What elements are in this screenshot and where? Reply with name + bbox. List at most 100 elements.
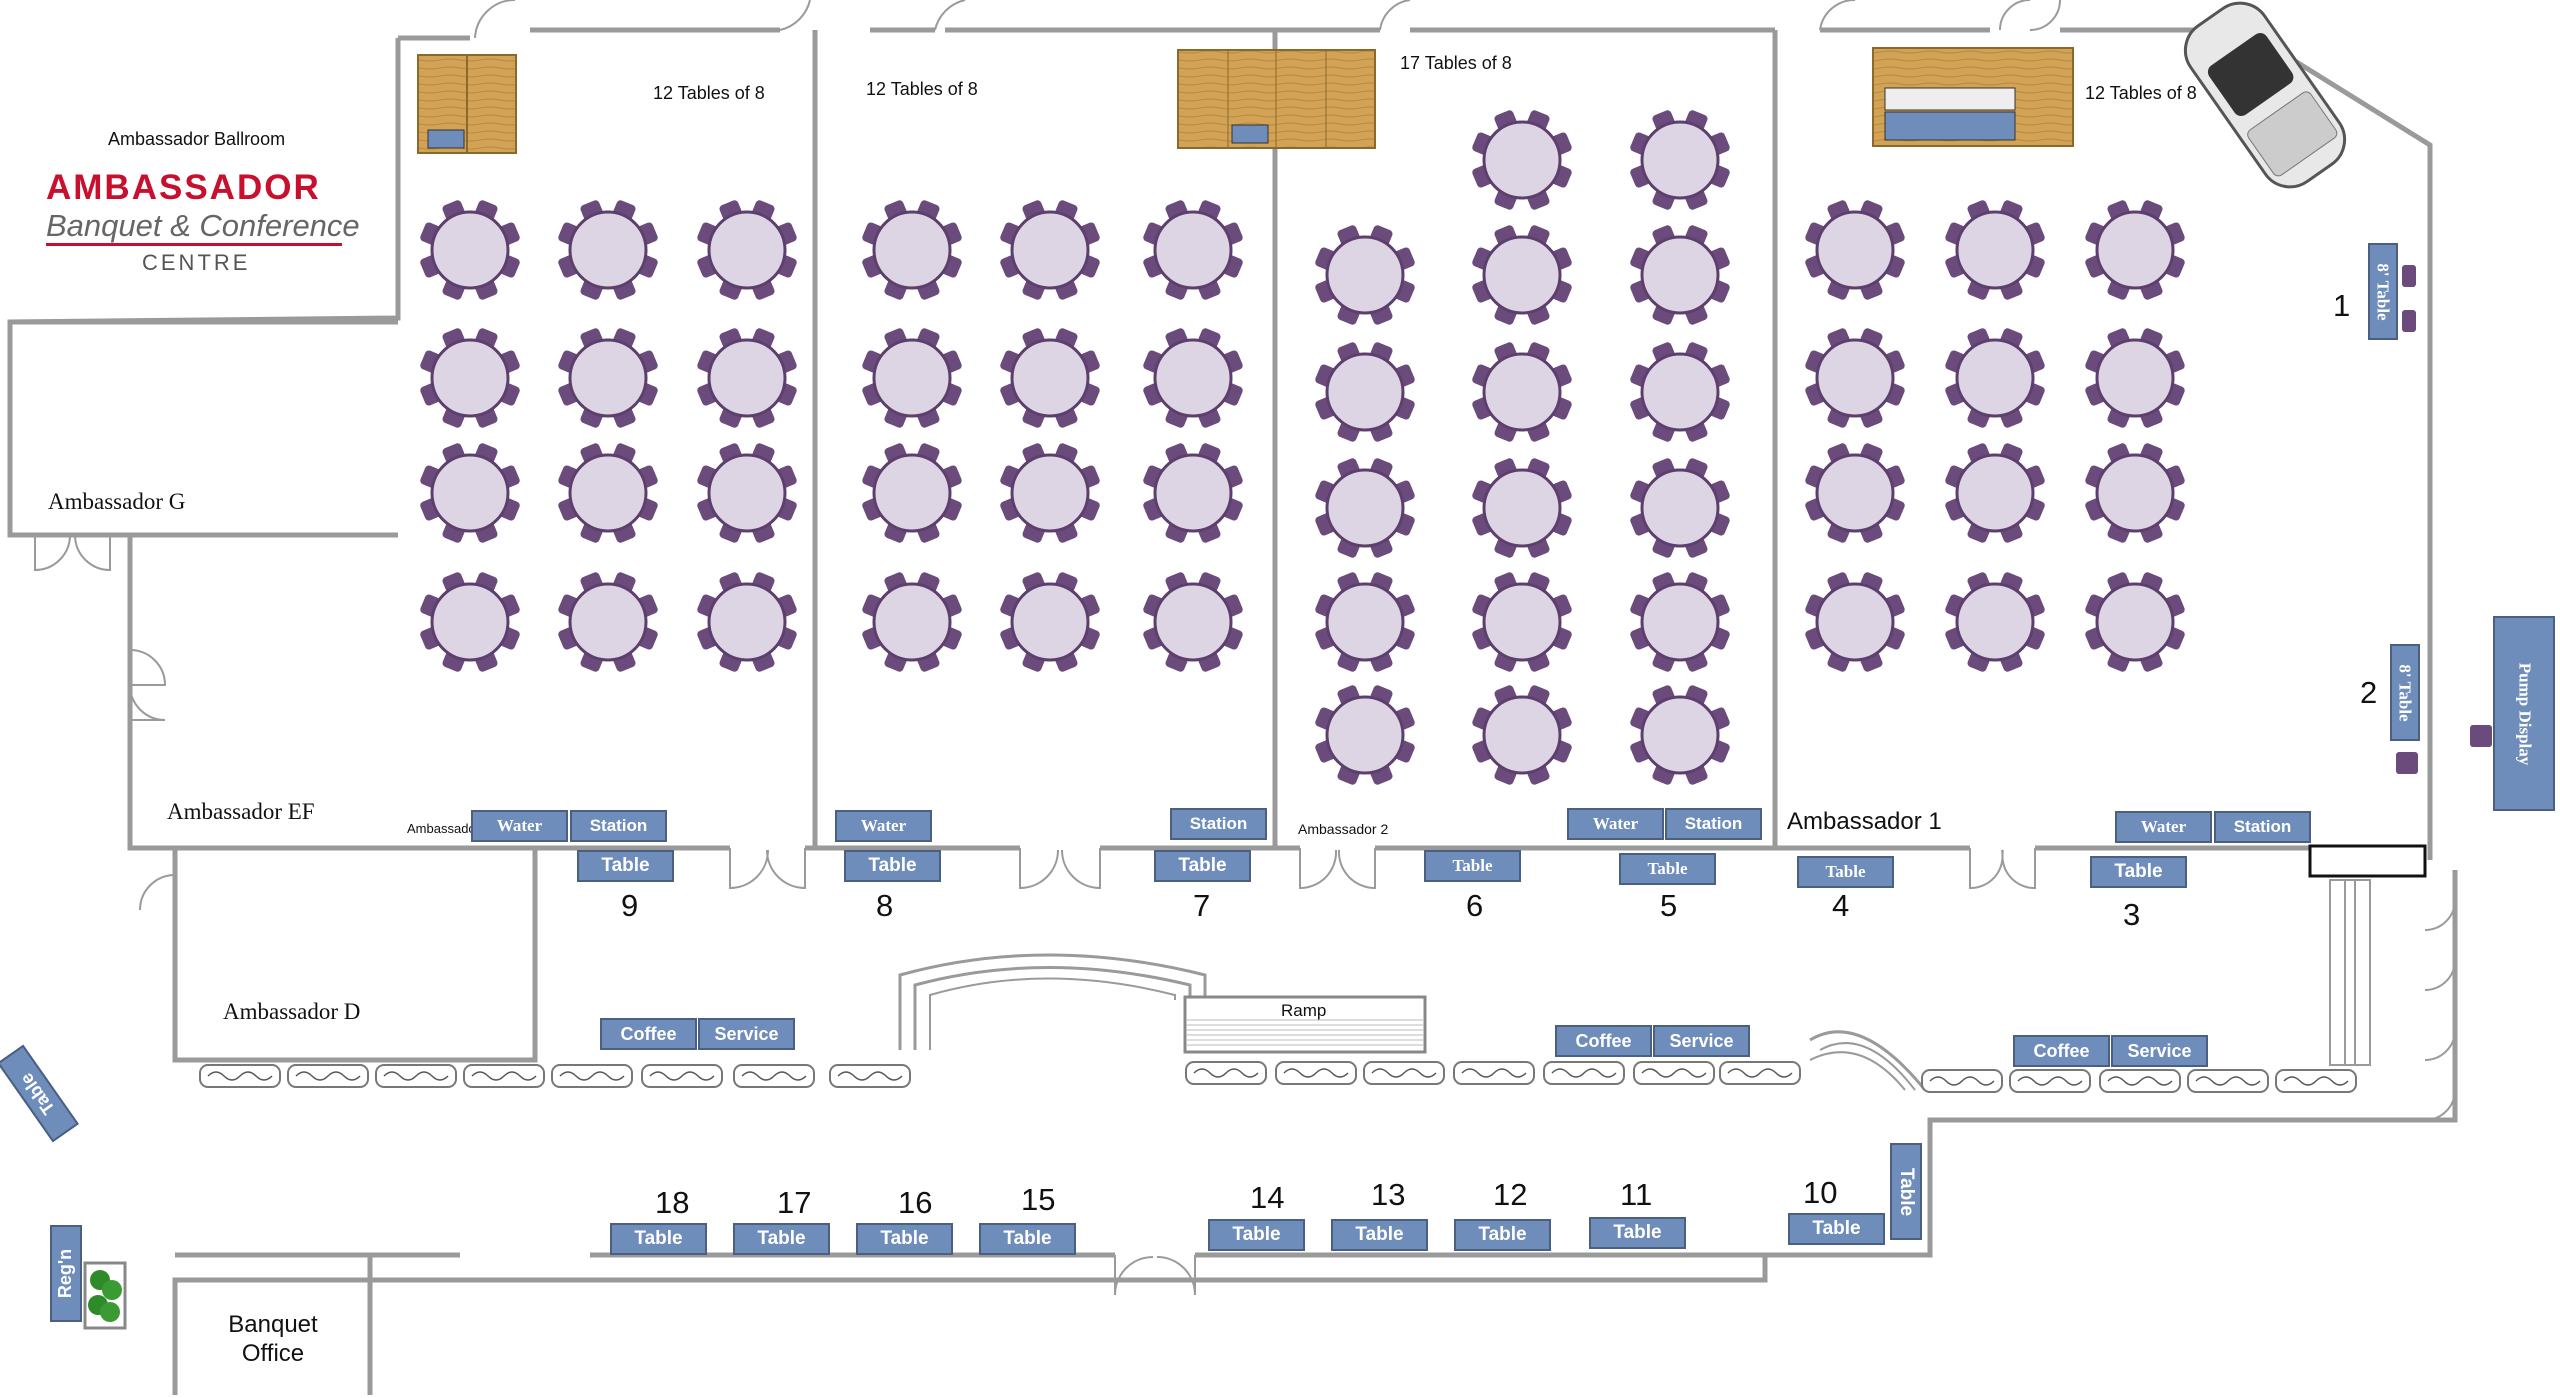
exhibitor-table-10b: Table (1890, 1143, 1922, 1240)
coffee-station-mid: Coffee (1555, 1025, 1652, 1057)
table-number-7: 7 (1193, 888, 1211, 923)
chair-icon (2470, 725, 2492, 747)
round-table (1315, 572, 1415, 672)
round-table (2085, 200, 2185, 300)
exhibitor-table-3: Table (2090, 856, 2187, 888)
planter-foliage (1283, 1068, 1349, 1078)
table-top (1325, 695, 1405, 775)
pump-display: Pump Display (2493, 616, 2555, 811)
table-top (1153, 338, 1233, 418)
table-top (1955, 210, 2035, 290)
table-number-12: 12 (1493, 1177, 1528, 1212)
round-table (697, 328, 797, 428)
round-table (2085, 572, 2185, 672)
table-top (1955, 453, 2035, 533)
round-table (1315, 342, 1415, 442)
planter-foliage (1727, 1068, 1793, 1078)
round-table (1945, 200, 2045, 300)
round-table (697, 572, 797, 672)
service-station-right: Service (2111, 1035, 2208, 1067)
table-top (2095, 210, 2175, 290)
doors (34, 0, 2456, 1296)
round-table (862, 572, 962, 672)
table-number-13: 13 (1371, 1177, 1406, 1212)
walls (7, 27, 2458, 1395)
table-top (1640, 235, 1720, 315)
round-table (1472, 458, 1572, 558)
coffee-station-left: Coffee (600, 1018, 697, 1050)
table-top (1482, 352, 1562, 432)
planter-foliage (741, 1071, 807, 1081)
water-station-room1: Water (2115, 811, 2212, 843)
round-table (1630, 110, 1730, 210)
round-table (1472, 225, 1572, 325)
table-top (707, 582, 787, 662)
planter-row (199, 1061, 2357, 1093)
table-top (872, 338, 952, 418)
logo-divider (46, 243, 342, 246)
table-top (430, 582, 510, 662)
round-table (1143, 200, 1243, 300)
exhibitor-table-14: Table (1208, 1219, 1305, 1251)
round-table (420, 328, 520, 428)
planter-foliage (207, 1071, 273, 1081)
round-table (1630, 458, 1730, 558)
table-top (430, 453, 510, 533)
round-tables (420, 110, 2185, 785)
round-table (1630, 342, 1730, 442)
table-top (1153, 210, 1233, 290)
table-top (430, 210, 510, 290)
seating-count-room3: 12 Tables of 8 (653, 83, 765, 103)
round-table (420, 200, 520, 300)
table-number-18: 18 (655, 1185, 690, 1220)
station-room1: Station (2214, 811, 2311, 843)
exhibitor-table-8: Table (844, 850, 941, 882)
table-top (1482, 582, 1562, 662)
round-table (1630, 685, 1730, 785)
round-table (558, 443, 658, 543)
service-station-mid: Service (1653, 1025, 1750, 1057)
room-label-1: Ambassador 1 (1787, 808, 1942, 835)
logo-centre: CENTRE (142, 250, 251, 275)
table-top (1325, 582, 1405, 662)
room-label-d: Ambassador D (223, 999, 361, 1024)
chair-icon (2396, 752, 2418, 774)
coat-racks (417, 47, 2074, 154)
table-top (1640, 695, 1720, 775)
table-number-1: 1 (2333, 288, 2351, 323)
table-top (1482, 468, 1562, 548)
planter-foliage (295, 1071, 361, 1081)
coffee-station-right: Coffee (2013, 1035, 2110, 1067)
round-table (1472, 110, 1572, 210)
table-number-6: 6 (1466, 888, 1484, 923)
planter-foliage (1641, 1068, 1707, 1078)
exhibitor-table-9: Table (577, 850, 674, 882)
table-number-2: 2 (2360, 675, 2378, 710)
station-room3: Station (570, 810, 667, 842)
round-table (1805, 443, 1905, 543)
round-table (697, 443, 797, 543)
chair-icon (2402, 310, 2416, 332)
table-number-3: 3 (2123, 897, 2141, 932)
table-number-15: 15 (1021, 1182, 1056, 1217)
registration-table: Reg'n (50, 1225, 82, 1322)
exhibitor-table-17: Table (733, 1223, 830, 1255)
round-table (1000, 572, 1100, 672)
table-top (1482, 235, 1562, 315)
round-table (1472, 342, 1572, 442)
table-top (2095, 338, 2175, 418)
table-top (1325, 235, 1405, 315)
table-top (1325, 468, 1405, 548)
table-top (568, 210, 648, 290)
table-top (430, 338, 510, 418)
round-table (1630, 225, 1730, 325)
table-top (1955, 338, 2035, 418)
table-number-14: 14 (1250, 1180, 1285, 1215)
round-table (420, 443, 520, 543)
planter-foliage (2283, 1076, 2349, 1086)
round-table (1472, 572, 1572, 672)
planter-foliage (1193, 1068, 1259, 1078)
round-table (862, 200, 962, 300)
exhibitor-table-5: Table (1619, 853, 1716, 885)
